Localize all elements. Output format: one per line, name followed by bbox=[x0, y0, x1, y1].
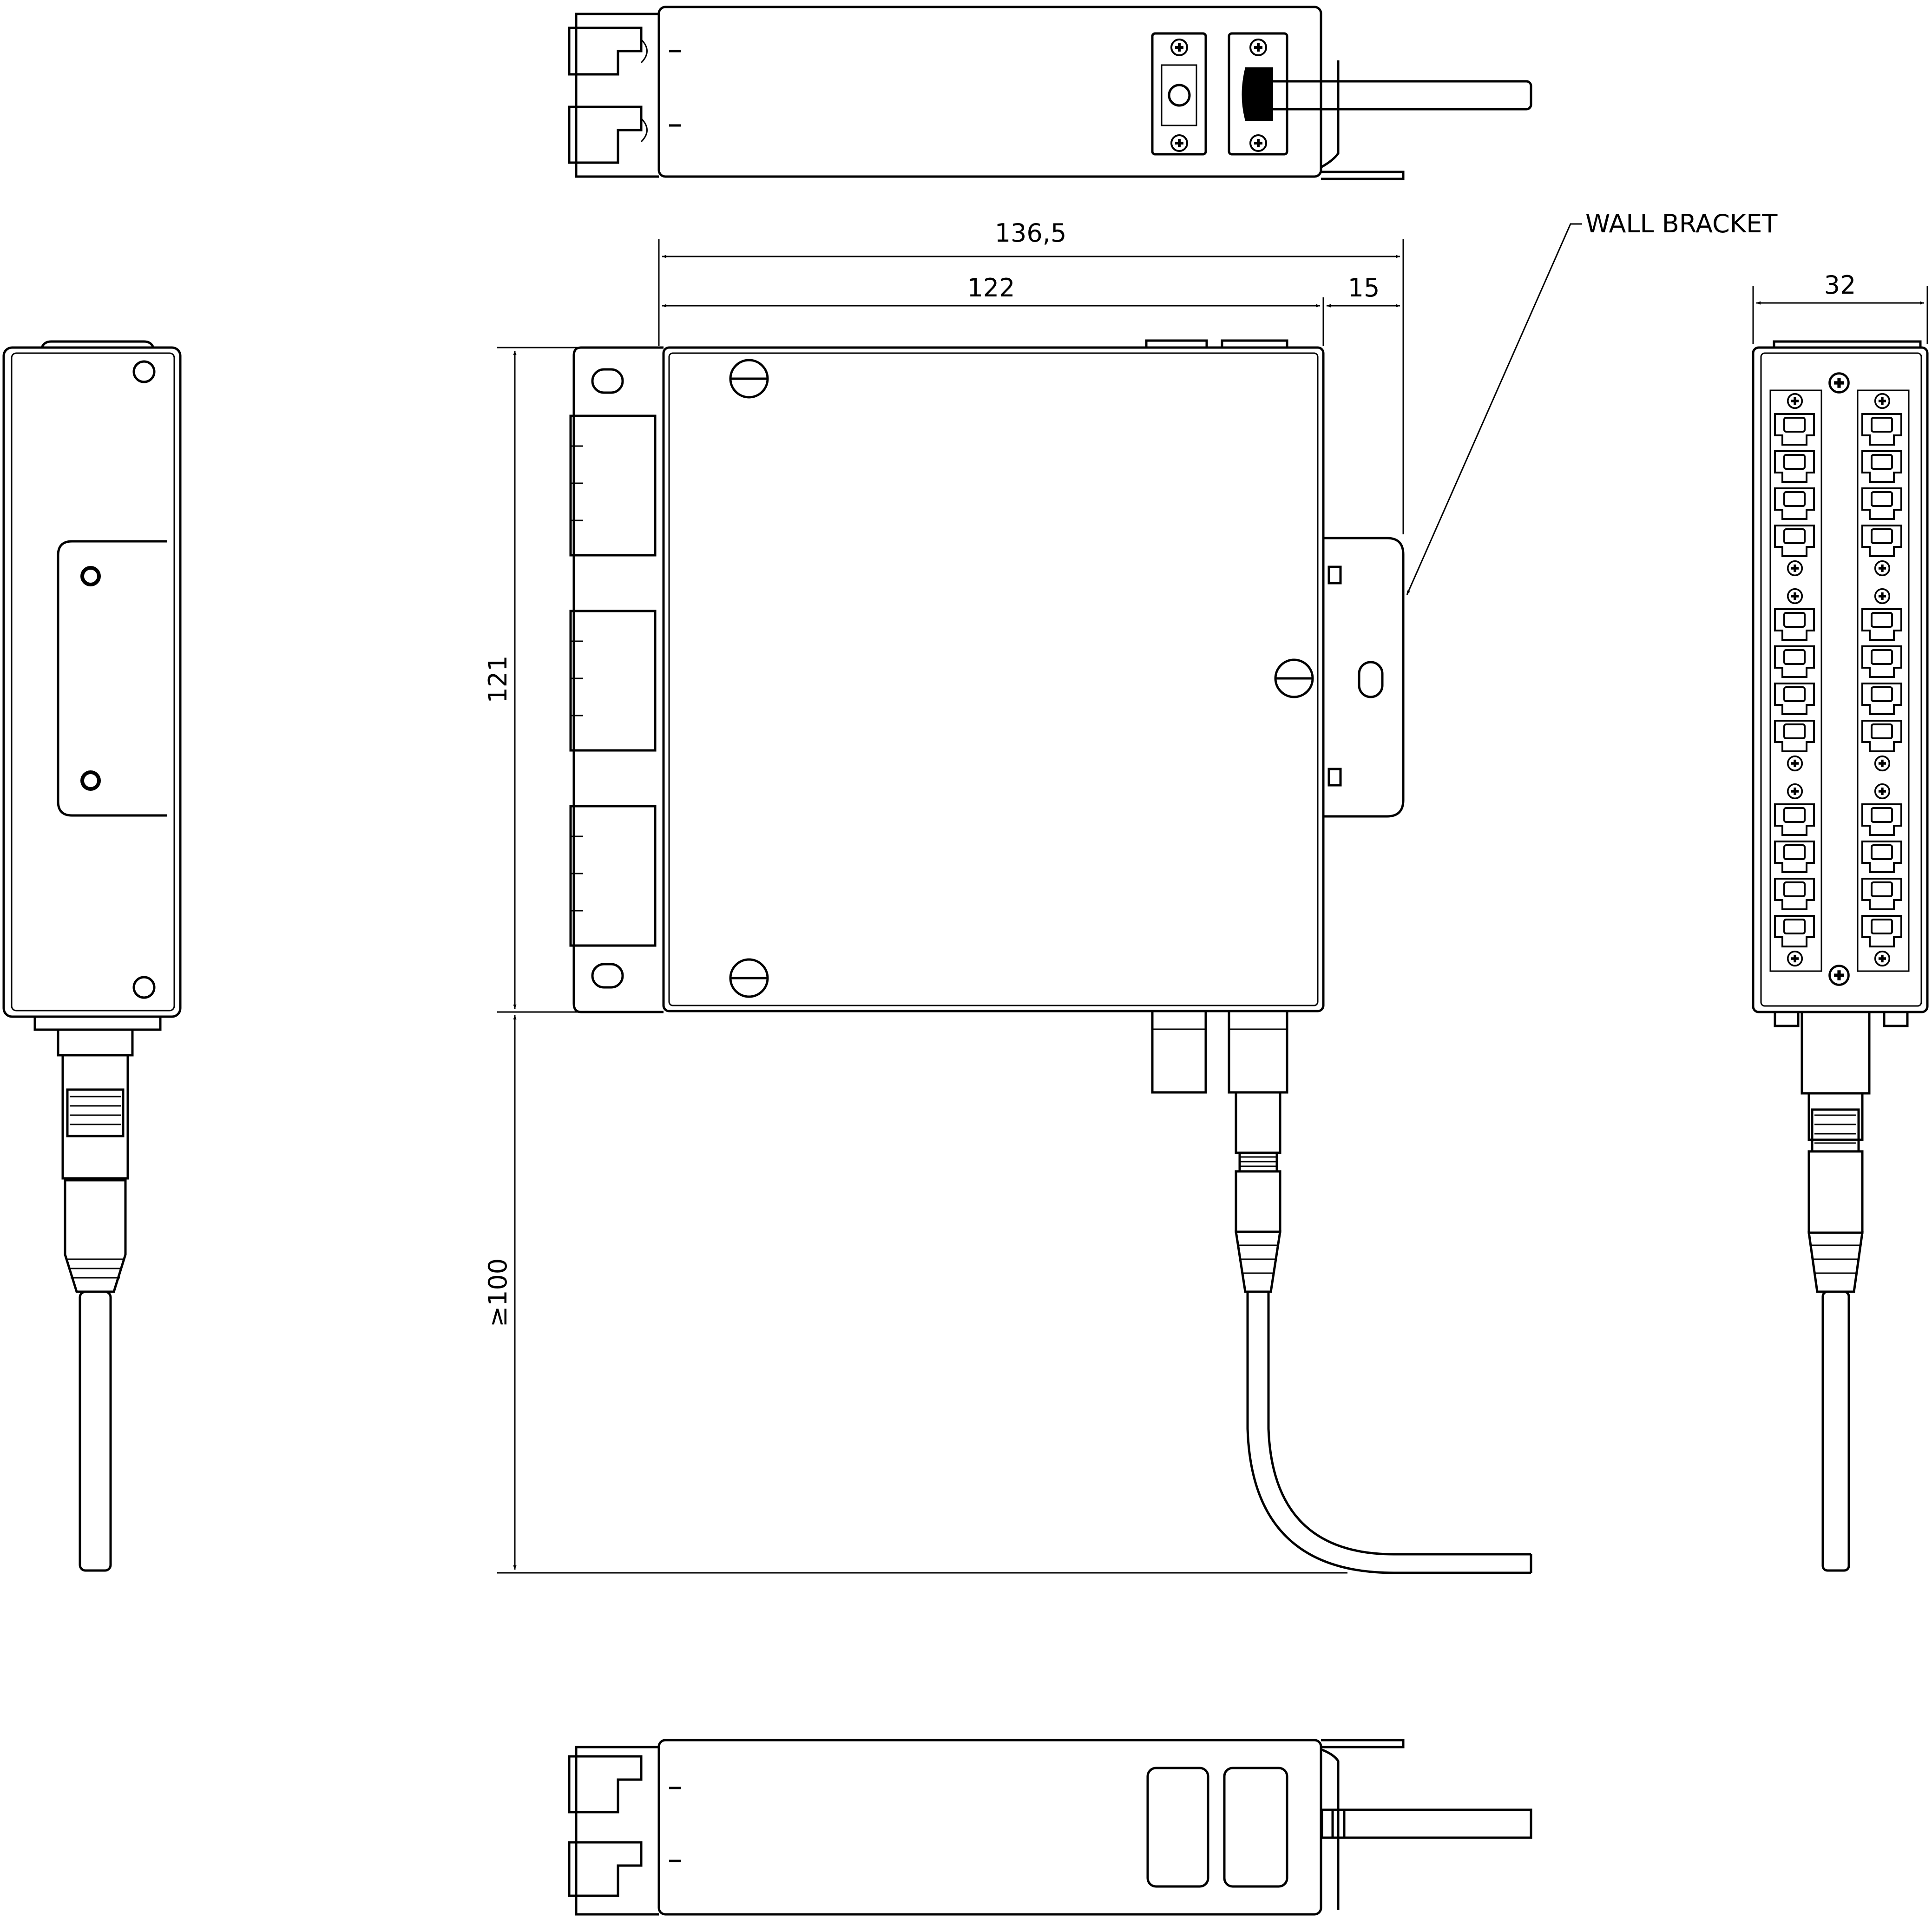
dim-body-width: 122 bbox=[967, 273, 1015, 302]
dim-overall-width: 136,5 bbox=[995, 218, 1067, 248]
bottom-view bbox=[568, 1739, 1532, 1916]
right-view bbox=[1752, 340, 1929, 1572]
dim-depth: 32 bbox=[1824, 270, 1856, 300]
wall-bracket-label: WALL BRACKET bbox=[1585, 209, 1778, 238]
lc-port-grid bbox=[1769, 374, 1910, 985]
front-view bbox=[569, 339, 1532, 1574]
dimension-lines bbox=[497, 223, 1928, 1574]
dim-bracket-width: 15 bbox=[1348, 273, 1380, 302]
dim-cable-clearance: ≥100 bbox=[483, 1258, 513, 1327]
dim-height: 121 bbox=[483, 655, 513, 703]
dimension-labels: 136,5 122 15 121 ≥100 32 WALL BRACKET bbox=[483, 209, 1856, 1327]
left-view bbox=[2, 340, 182, 1572]
top-view bbox=[568, 6, 1532, 180]
